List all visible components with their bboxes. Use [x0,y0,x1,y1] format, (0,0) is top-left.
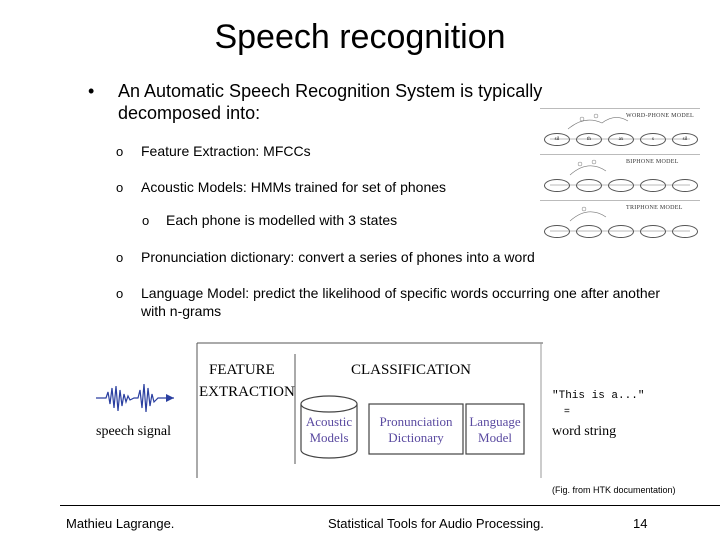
acoustic-label-2: Models [309,430,349,445]
word-phone-model: WORD-PHONE MODEL sil th ax s sil [540,108,700,149]
acoustic-models-box: Acoustic Models [302,414,356,446]
output-quote: "This is a..." [552,390,645,402]
footer-divider [60,505,720,506]
figure-caption: (Fig. from HTK documentation) [552,485,676,495]
phone-node: sil [544,133,570,146]
phone-node [672,179,698,192]
phone-node [544,179,570,192]
feature-label-1: FEATURE [209,362,275,378]
language-label-2: Model [478,430,512,445]
phone-node [544,225,570,238]
biphone-model: BIPHONE MODEL [540,154,700,195]
triphone-model: TRIPHONE MODEL [540,200,700,241]
pronunciation-dictionary-box: Pronunciation Dictionary [369,414,463,446]
acoustic-label-1: Acoustic [305,414,353,429]
slide-title: Speech recognition [214,18,506,56]
asr-diagram: FEATURE EXTRACTION CLASSIFICATION Acoust… [185,340,543,480]
phone-node [576,179,602,192]
phone-node [672,225,698,238]
speech-waveform-icon [96,383,174,413]
model-label: WORD-PHONE MODEL [626,113,694,119]
sub-marker-5: o [116,286,124,301]
phone-node: ax [608,133,634,146]
page-number: 14 [633,516,648,531]
equals-sign: = [564,406,570,417]
feature-label-2: EXTRACTION [199,384,295,400]
item-feature-extraction: Feature Extraction: MFCCs [141,143,311,159]
phone-node [608,225,634,238]
sub-marker-1: o [116,144,124,159]
phone-node [608,179,634,192]
footer-author: Mathieu Lagrange. [66,516,175,531]
language-label-1: Language [469,414,521,429]
sub-marker-3: o [142,213,150,228]
pronunciation-label-2: Dictionary [388,430,444,445]
item-pronunciation: Pronunciation dictionary: convert a seri… [141,249,535,265]
phone-node [640,179,666,192]
pronunciation-label-1: Pronunciation [379,414,453,429]
footer-course: Statistical Tools for Audio Processing. [328,516,544,531]
speech-signal-label: speech signal [96,424,172,439]
sub-marker-4: o [116,250,124,265]
phone-model-figure: WORD-PHONE MODEL sil th ax s sil BIPHONE… [540,108,700,243]
diagram-frame [196,342,543,478]
phone-node: s [640,133,666,146]
item-language-model: Language Model: predict the likelihood o… [141,285,661,319]
language-model-box: Language Model [466,414,524,446]
item-acoustic-models: Acoustic Models: HMMs trained for set of… [141,179,447,195]
sub-marker-2: o [116,180,124,195]
word-string-label: word string [552,424,617,439]
classification-label: CLASSIFICATION [351,362,472,378]
phone-node [576,225,602,238]
model-label: TRIPHONE MODEL [626,205,683,211]
phone-node: th [576,133,602,146]
phone-node: sil [672,133,698,146]
model-label: BIPHONE MODEL [626,159,679,165]
main-bullet-marker: • [88,81,95,101]
item-phone-states: Each phone is modelled with 3 states [166,212,398,228]
phone-node [640,225,666,238]
main-bullet-text: An Automatic Speech Recognition System i… [118,81,543,123]
